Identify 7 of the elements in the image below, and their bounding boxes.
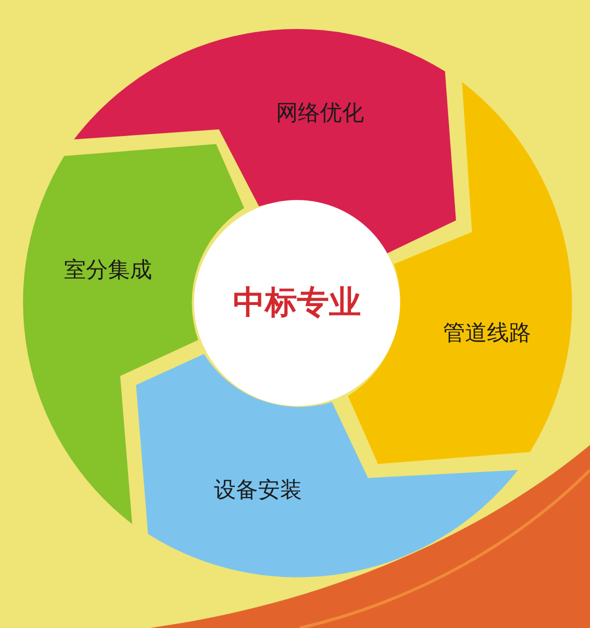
segment-label: 管道线路 bbox=[443, 320, 531, 348]
ring-segment bbox=[136, 354, 518, 578]
segment-label: 设备安装 bbox=[214, 477, 302, 505]
segment-label: 室分集成 bbox=[64, 257, 152, 285]
segment-label: 网络优化 bbox=[276, 100, 364, 128]
center-label: 中标专业 bbox=[233, 282, 361, 323]
ring-segment bbox=[74, 28, 456, 253]
